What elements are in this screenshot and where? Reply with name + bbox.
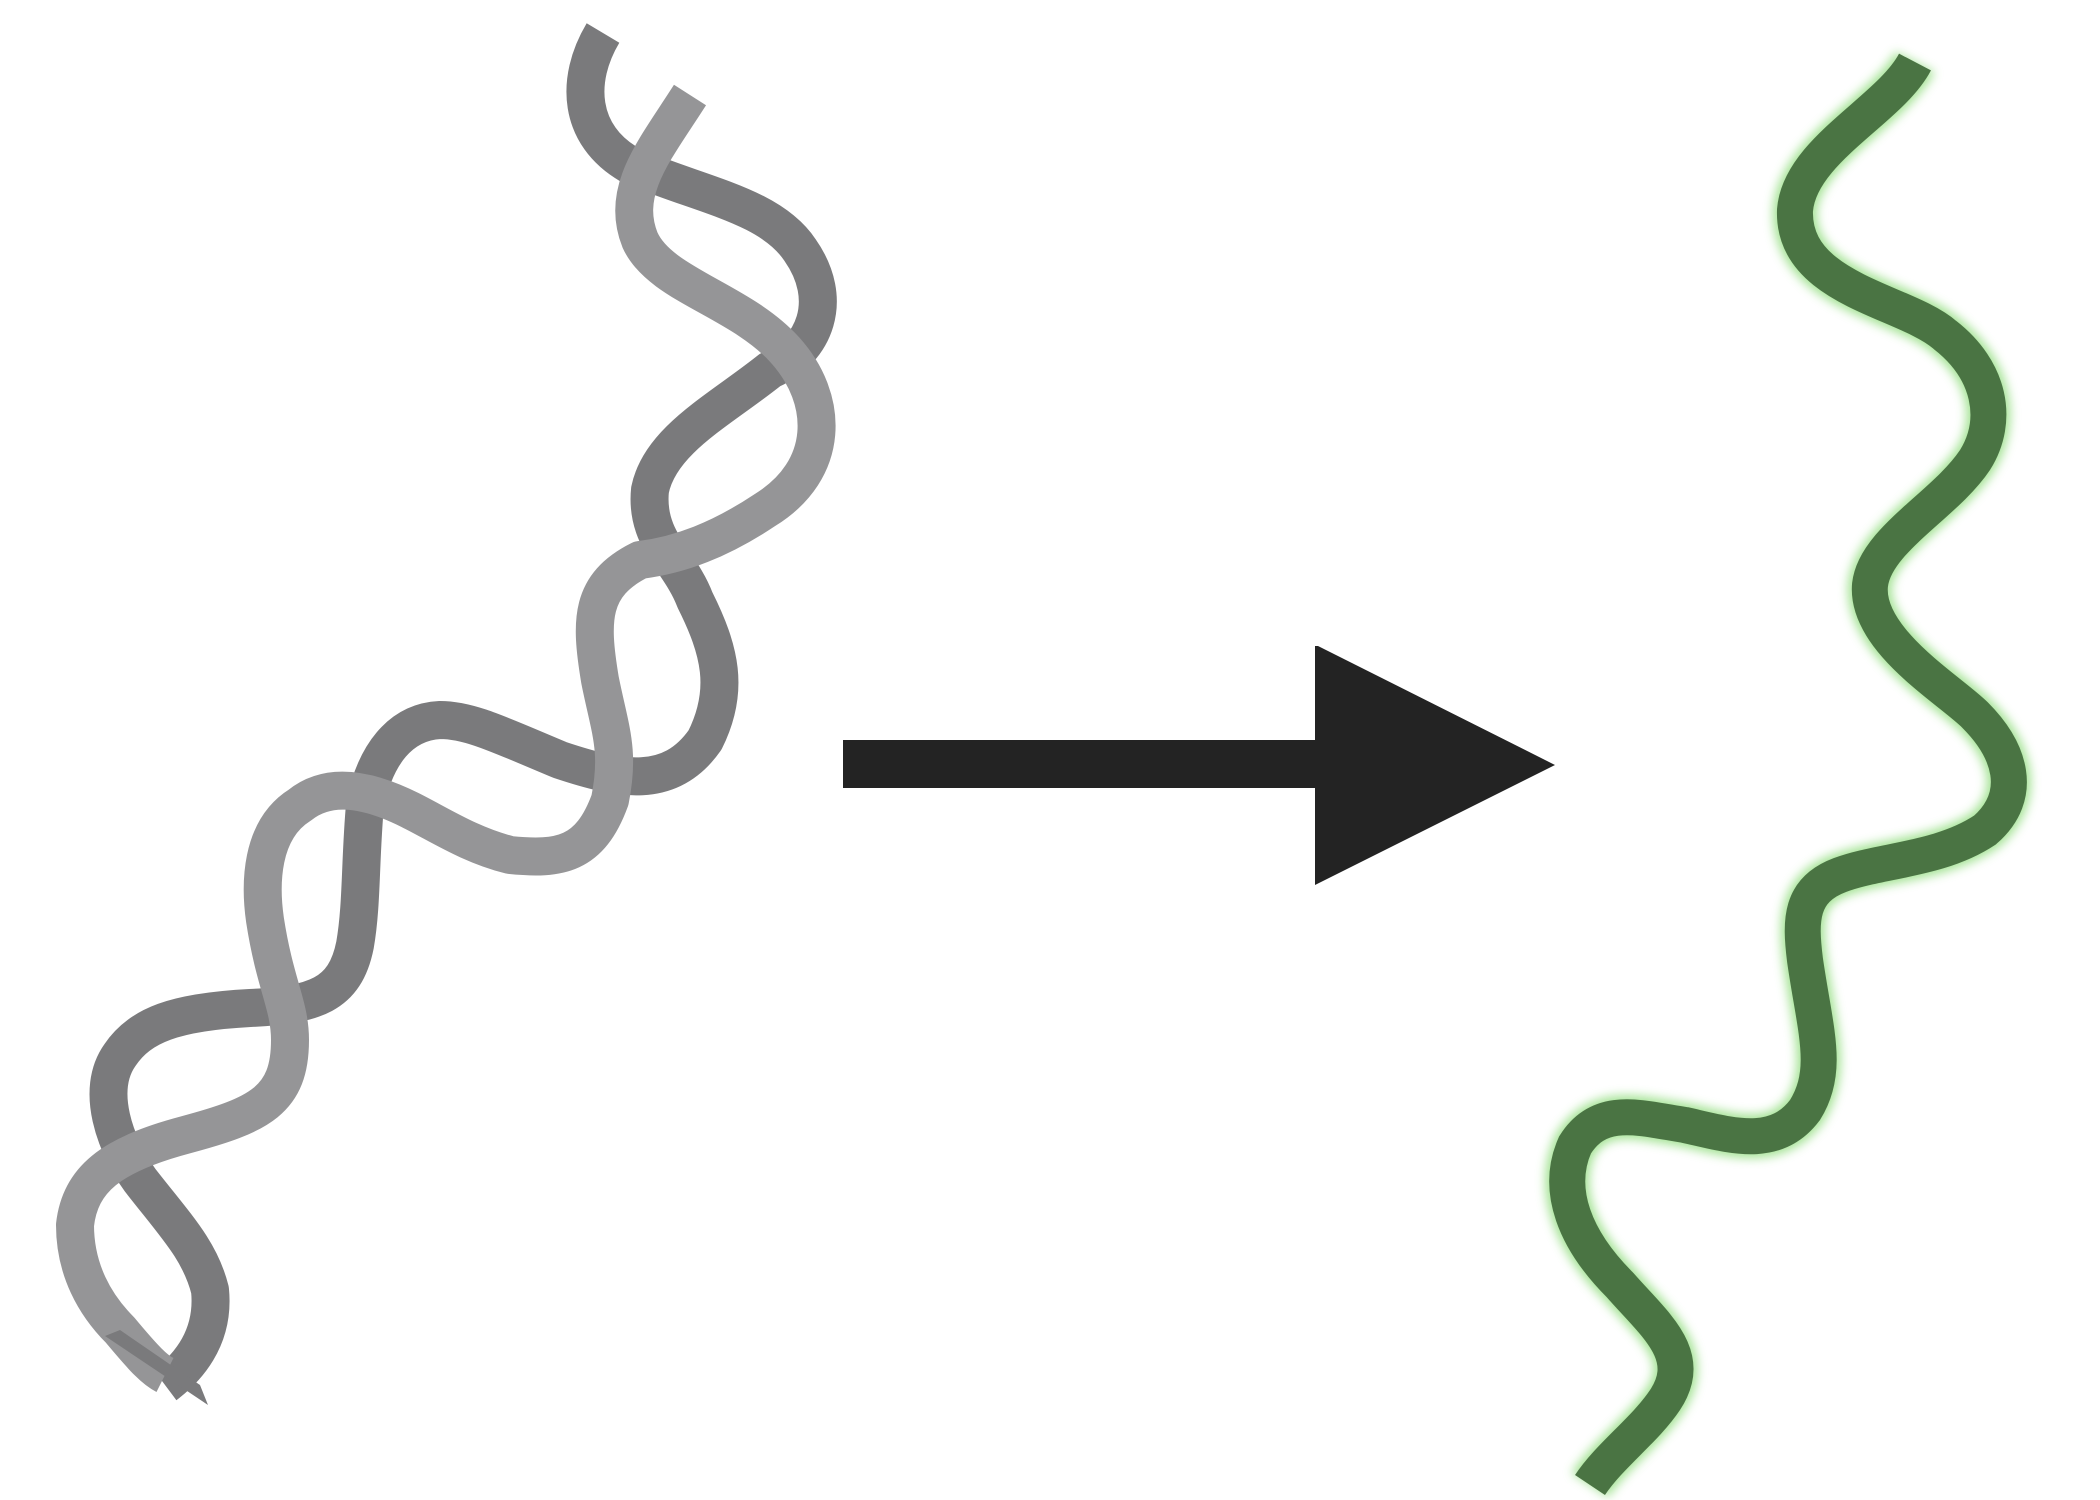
double-strand-helix bbox=[56, 23, 837, 1405]
arrow-shaft bbox=[843, 740, 1318, 788]
helix-strand-front bbox=[56, 84, 836, 1392]
wave-glow bbox=[1545, 50, 2031, 1498]
transition-arrow bbox=[843, 646, 1555, 885]
wave-strand bbox=[1549, 52, 2027, 1496]
helix-strand-back bbox=[89, 23, 837, 1401]
arrow-head bbox=[1315, 646, 1555, 885]
helix-end-cap bbox=[105, 1330, 208, 1405]
single-strand-wave bbox=[1545, 50, 2031, 1498]
